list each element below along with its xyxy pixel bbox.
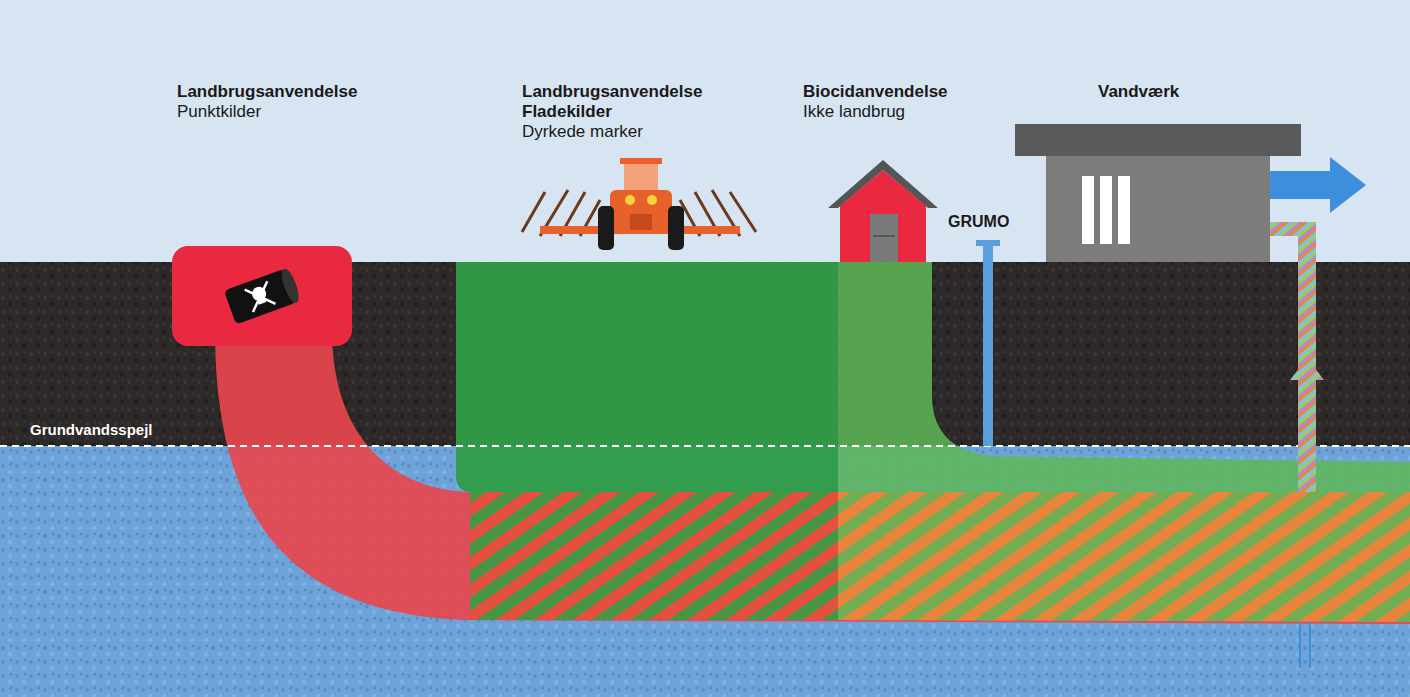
area-label: Dyrkede marker <box>522 122 643 142</box>
area-label: Fladekilder <box>522 102 612 122</box>
water-table-line <box>0 445 1410 447</box>
abstraction-well <box>1270 222 1324 668</box>
area-label: Punktkilder <box>177 102 261 122</box>
area-label: Landbrugsanvendelse <box>522 82 702 102</box>
biocide-plume <box>838 262 1410 492</box>
mixed-band <box>838 492 1410 622</box>
area-label: Landbrugsanvendelse <box>177 82 357 102</box>
area-label: Ikke landbrug <box>803 102 905 122</box>
field-plume <box>456 262 838 492</box>
shed-icon <box>828 160 938 262</box>
mixed-band <box>470 492 838 620</box>
sky <box>0 0 1410 262</box>
area-label: Vandværk <box>1098 82 1179 102</box>
grumo-well <box>976 240 1000 446</box>
barrel-icon <box>224 267 302 325</box>
tractor-icon <box>522 158 756 250</box>
dump-site <box>172 246 352 346</box>
area-label: Biocidanvendelse <box>803 82 948 102</box>
water-table-label: Grundvandsspejl <box>30 420 153 440</box>
well-label: GRUMO <box>948 212 1009 232</box>
